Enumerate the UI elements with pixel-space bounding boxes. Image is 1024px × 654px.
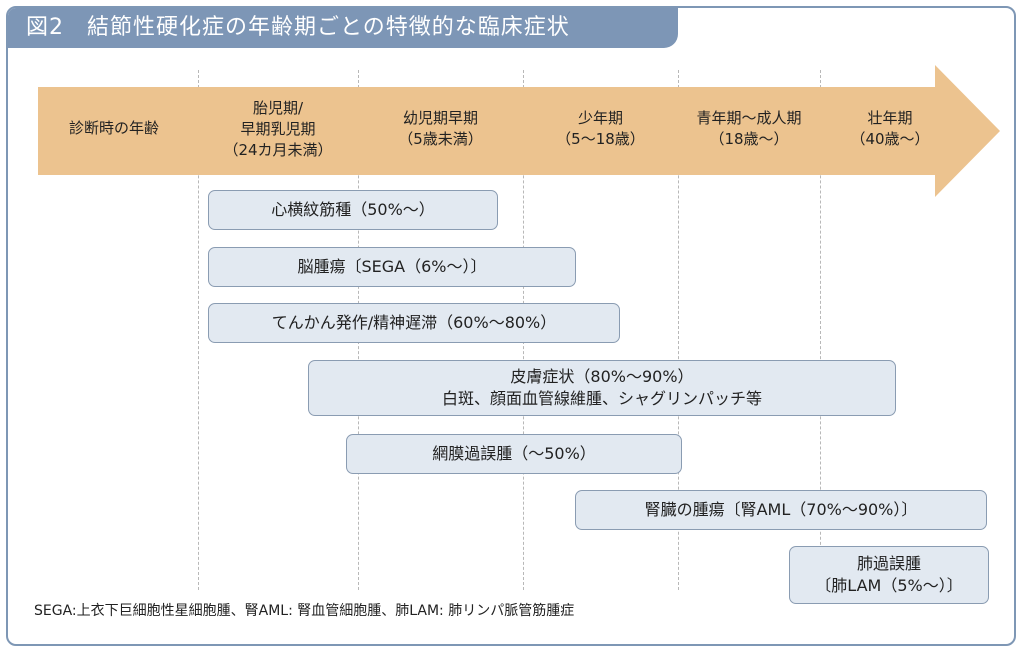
age-axis-label-text: 診断時の年齢 — [68, 119, 159, 137]
period-divider-1 — [198, 70, 199, 590]
feature-label: 皮膚症状（80%～90%） — [510, 367, 694, 386]
period-label-range: （5～18歳） — [556, 130, 645, 148]
period-fetal-infant: 胎児期/ 早期乳児期 （24カ月未満） — [198, 98, 358, 161]
period-label-range: （40歳～） — [850, 130, 930, 148]
feature-skin-symptoms: 皮膚症状（80%～90%） 白斑、顔面血管線維腫、シャグリンパッチ等 — [308, 360, 896, 416]
period-label-range: （18歳～） — [709, 130, 789, 148]
period-adolescence-adult: 青年期～成人期 （18歳～） — [678, 108, 820, 150]
period-divider-5 — [820, 70, 821, 590]
period-middle-age: 壮年期 （40歳～） — [820, 108, 960, 150]
period-divider-4 — [678, 70, 679, 590]
feature-detail: 白斑、顔面血管線維腫、シャグリンパッチ等 — [441, 389, 762, 408]
period-childhood: 少年期 （5～18歳） — [523, 108, 678, 150]
period-early-childhood: 幼児期早期 （5歳未満） — [358, 108, 523, 150]
feature-label: 心横紋筋種（50%～） — [271, 200, 435, 219]
period-label-range: （24カ月未満） — [223, 141, 333, 159]
feature-label: 肺過誤腫 — [856, 554, 921, 573]
feature-renal-tumor-aml: 腎臓の腫瘍〔腎AML（70%～90%）〕 — [575, 490, 987, 530]
feature-epilepsy-retardation: てんかん発作/精神遅滞（60%～80%） — [208, 303, 620, 343]
feature-lung-hamartoma-lam: 肺過誤腫 〔肺LAM（5%～）〕 — [789, 546, 989, 604]
feature-label: 脳腫瘍〔SEGA（6%～）〕 — [297, 257, 487, 276]
age-arrow-shape — [38, 65, 1000, 197]
feature-label: 腎臓の腫瘍〔腎AML（70%～90%）〕 — [644, 500, 918, 519]
feature-label: 網膜過誤腫（～50%） — [432, 444, 596, 463]
period-label-line: 幼児期早期 — [402, 109, 478, 127]
feature-detail: 〔肺LAM（5%～）〕 — [815, 576, 963, 595]
feature-label: てんかん発作/精神遅滞（60%～80%） — [271, 313, 557, 332]
age-axis-label: 診断時の年齢 — [38, 118, 190, 139]
period-label-line: 壮年期 — [867, 109, 913, 127]
feature-brain-tumor-sega: 脳腫瘍〔SEGA（6%～）〕 — [208, 247, 576, 287]
period-label-range: （5歳未満） — [398, 130, 483, 148]
period-label-line: 早期乳児期 — [240, 120, 316, 138]
feature-retinal-hamartoma: 網膜過誤腫（～50%） — [346, 434, 682, 474]
feature-cardiac-rhabdomyoma: 心横紋筋種（50%～） — [208, 190, 498, 230]
period-label-line: 青年期～成人期 — [696, 109, 802, 127]
period-label-line: 胎児期/ — [252, 99, 304, 117]
figure-title: 図2 結節性硬化症の年齢期ごとの特徴的な臨床症状 — [8, 8, 678, 48]
period-label-line: 少年期 — [577, 109, 623, 127]
abbreviation-footnote: SEGA:上衣下巨細胞性星細胞腫、腎AML: 腎血管細胞腫、肺LAM: 肺リンパ… — [34, 603, 575, 619]
